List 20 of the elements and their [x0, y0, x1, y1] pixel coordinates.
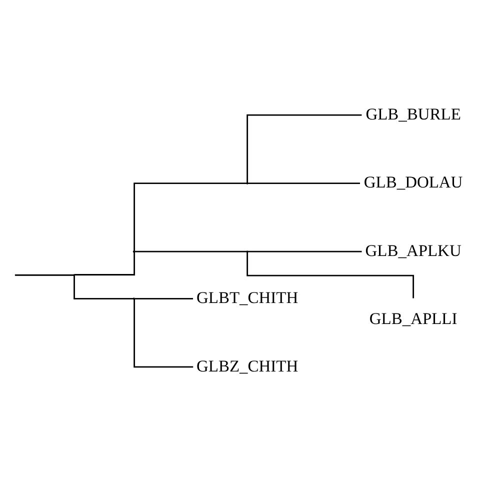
connector	[73, 275, 133, 299]
node-text: GLB_DOLAU	[363, 172, 462, 192]
node-point	[246, 250, 248, 252]
node-text: GLBT_CHITH	[196, 288, 298, 307]
connector	[246, 252, 414, 298]
connector	[134, 297, 192, 299]
node-text: GLB_APLKU	[364, 240, 461, 260]
node-text: GLB_BURLE	[365, 104, 460, 123]
node-point	[132, 297, 134, 300]
connector	[133, 182, 246, 251]
connector	[14, 274, 74, 276]
node-text: GLBZ_CHITH	[196, 356, 298, 375]
node-text: GLB_APLLI	[368, 308, 457, 328]
node-point	[72, 274, 75, 276]
connector	[247, 250, 362, 252]
connector	[246, 114, 362, 182]
node-point	[246, 182, 248, 184]
node-point	[132, 250, 134, 252]
connector	[134, 250, 246, 252]
connector	[247, 182, 360, 184]
